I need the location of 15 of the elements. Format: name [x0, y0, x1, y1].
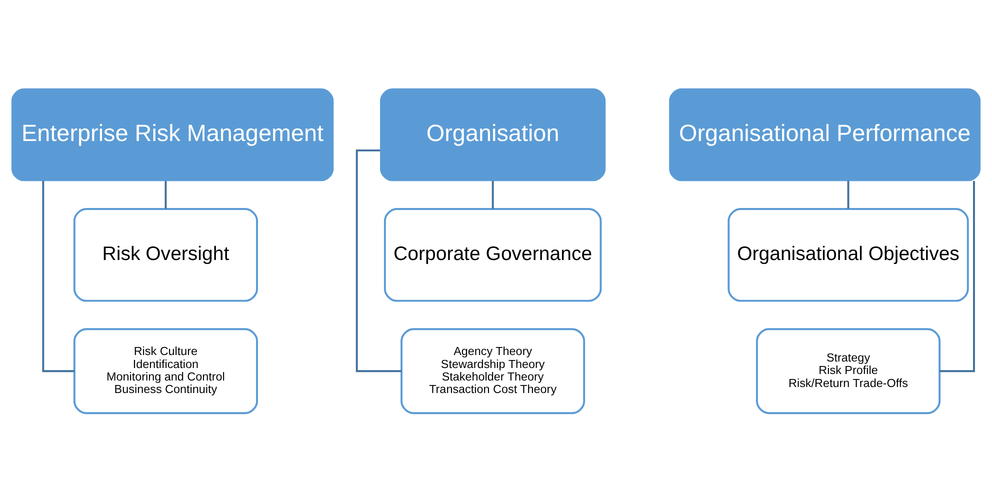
node-box: Organisation: [380, 88, 606, 181]
connector: [356, 148, 402, 372]
node-box: Corporate Governance: [384, 208, 602, 302]
node-box: Enterprise Risk Management: [11, 88, 334, 181]
node-box: Risk Culture Identification Monitoring and Control Business Continuity: [73, 328, 258, 414]
node-box: Organisational Objectives: [728, 208, 969, 302]
connector: [164, 180, 167, 208]
connector: [492, 180, 494, 208]
connector: [42, 180, 74, 372]
connector: [847, 180, 850, 208]
connector: [940, 180, 975, 372]
node-box: Risk Oversight: [73, 208, 258, 302]
node-box: Strategy Risk Profile Risk/Return Trade-Offs: [756, 328, 941, 414]
node-box: Organisational Performance: [669, 88, 981, 181]
node-box: Agency Theory Stewardship Theory Stakeholder Theory Transaction Cost Theory: [400, 328, 586, 414]
